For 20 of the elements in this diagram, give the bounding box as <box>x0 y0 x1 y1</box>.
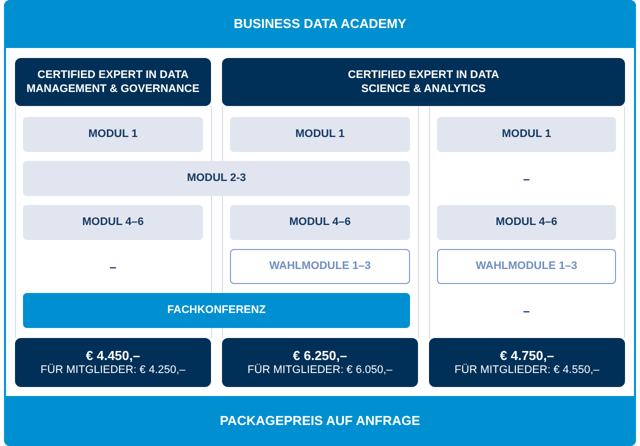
elective-box: WAHLMODULE 1–3 <box>437 249 616 284</box>
module-box: MODUL 1 <box>23 117 203 152</box>
dash-text: – <box>110 258 116 276</box>
course-header: CERTIFIED EXPERT IN DATA MANAGEMENT & GOVERNANCE <box>15 58 211 106</box>
module-box: MODUL 2-3 <box>23 161 410 196</box>
package-price-band: PACKAGEPREIS AUF ANFRAGE <box>4 396 636 446</box>
price-box: € 4.750,– FÜR MITGLIEDER: € 4.550,– <box>429 338 625 387</box>
module-box: MODUL 4–6 <box>23 205 203 240</box>
conference-box: FACHKONFERENZ <box>23 293 410 328</box>
module-box: MODUL 4–6 <box>230 205 410 240</box>
course-header: CERTIFIED EXPERT IN DATA SCIENCE & ANALYTICS <box>222 58 625 106</box>
module-box: MODUL 1 <box>437 117 616 152</box>
module-box: MODUL 4–6 <box>437 205 616 240</box>
elective-box: WAHLMODULE 1–3 <box>230 249 410 284</box>
price-box: € 4.450,– FÜR MITGLIEDER: € 4.250,– <box>15 338 211 387</box>
dash-text: – <box>523 302 530 320</box>
title-band: BUSINESS DATA ACADEMY <box>4 0 636 48</box>
module-box: MODUL 1 <box>230 117 410 152</box>
dash-text: – <box>523 170 530 188</box>
price-box: € 6.250,– FÜR MITGLIEDER: € 6.050,– <box>222 338 418 387</box>
